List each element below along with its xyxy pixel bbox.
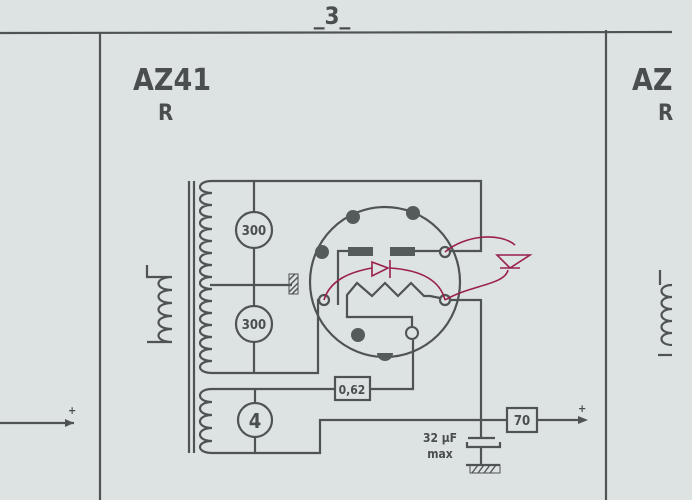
resistor-300-upper: 300 [234,210,274,250]
transformer [145,179,213,455]
handwritten-diode-annotation [323,236,533,301]
svg-text:70: 70 [514,414,530,429]
variant-label: R [158,101,173,126]
resistor-300-lower: 300 [234,304,274,344]
page-number: _3_ [314,2,351,30]
resistor-0-62: 0,62 [333,375,372,402]
resistor-70: 70 [505,406,539,434]
next-panel-coil [658,270,673,357]
left-output-arrow [0,419,74,427]
page-frame [0,30,673,500]
primary-winding [145,265,174,344]
svg-text:0,62: 0,62 [339,383,366,397]
heater-winding [198,387,213,455]
capacitor-note: max [427,447,453,461]
right-plus-label: + [578,402,586,415]
left-plus-label: + [68,404,76,417]
capacitor-value: 32 µF [423,431,457,445]
svg-text:300: 300 [242,224,266,239]
tube-socket [308,205,462,361]
next-variant-label: R [658,101,673,126]
svg-text:300: 300 [242,318,266,333]
svg-text:4: 4 [249,409,262,433]
resistor-4: 4 [236,401,274,439]
chassis-ground-symbol [288,273,299,295]
capacitor-32uf [465,436,502,474]
hv-secondary-winding [198,179,213,375]
next-tube-label: AZ [632,63,672,98]
tube-label: AZ41 [133,63,211,98]
